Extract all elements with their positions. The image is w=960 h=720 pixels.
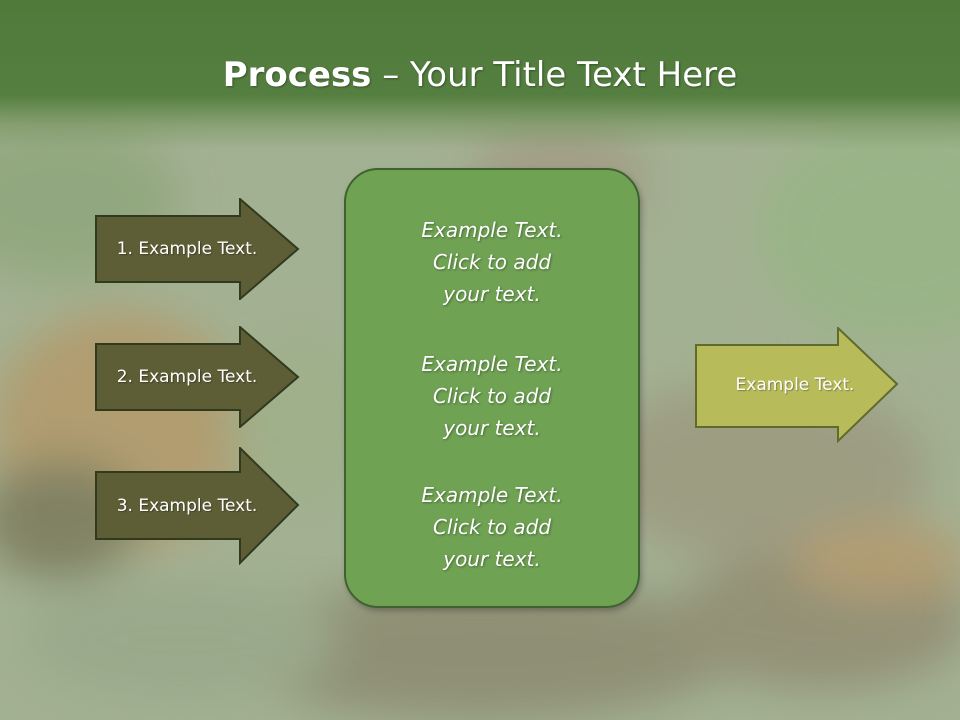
title-band bbox=[0, 0, 960, 150]
left-arrow-label: 1. Example Text. bbox=[116, 239, 258, 259]
title-rest: – Your Title Text Here bbox=[371, 55, 738, 95]
block-line: Click to add bbox=[432, 250, 552, 274]
block-line: your text. bbox=[443, 282, 541, 306]
arrow-shape-icon bbox=[95, 198, 300, 300]
arrow-shape-icon bbox=[95, 326, 300, 428]
block-line: your text. bbox=[443, 416, 541, 440]
arrow-shape-icon bbox=[695, 327, 899, 443]
block-line: Example Text. bbox=[421, 483, 563, 507]
title-strong: Process bbox=[222, 55, 372, 95]
block-line: Example Text. bbox=[421, 352, 563, 376]
right-arrow[interactable]: Example Text. bbox=[695, 327, 900, 443]
left-arrow-label: 3. Example Text. bbox=[116, 496, 258, 516]
left-arrow-2[interactable]: 2. Example Text. bbox=[95, 326, 300, 428]
right-arrow-label: Example Text. bbox=[735, 375, 855, 395]
center-text-block-1: Example Text. Click to add your text. bbox=[346, 214, 638, 310]
left-arrow-label: 2. Example Text. bbox=[116, 367, 258, 387]
left-arrow-3[interactable]: 3. Example Text. bbox=[95, 447, 300, 565]
slide-title: Process – Your Title Text Here bbox=[0, 52, 960, 98]
block-line: Example Text. bbox=[421, 218, 563, 242]
block-line: your text. bbox=[443, 547, 541, 571]
arrow-shape-icon bbox=[95, 447, 300, 565]
block-line: Click to add bbox=[432, 515, 552, 539]
center-text-block-3: Example Text. Click to add your text. bbox=[346, 479, 638, 575]
block-line: Click to add bbox=[432, 384, 552, 408]
center-text-block-2: Example Text. Click to add your text. bbox=[346, 348, 638, 444]
left-arrow-1[interactable]: 1. Example Text. bbox=[95, 198, 300, 300]
center-content-box[interactable]: Example Text. Click to add your text. Ex… bbox=[344, 168, 640, 608]
